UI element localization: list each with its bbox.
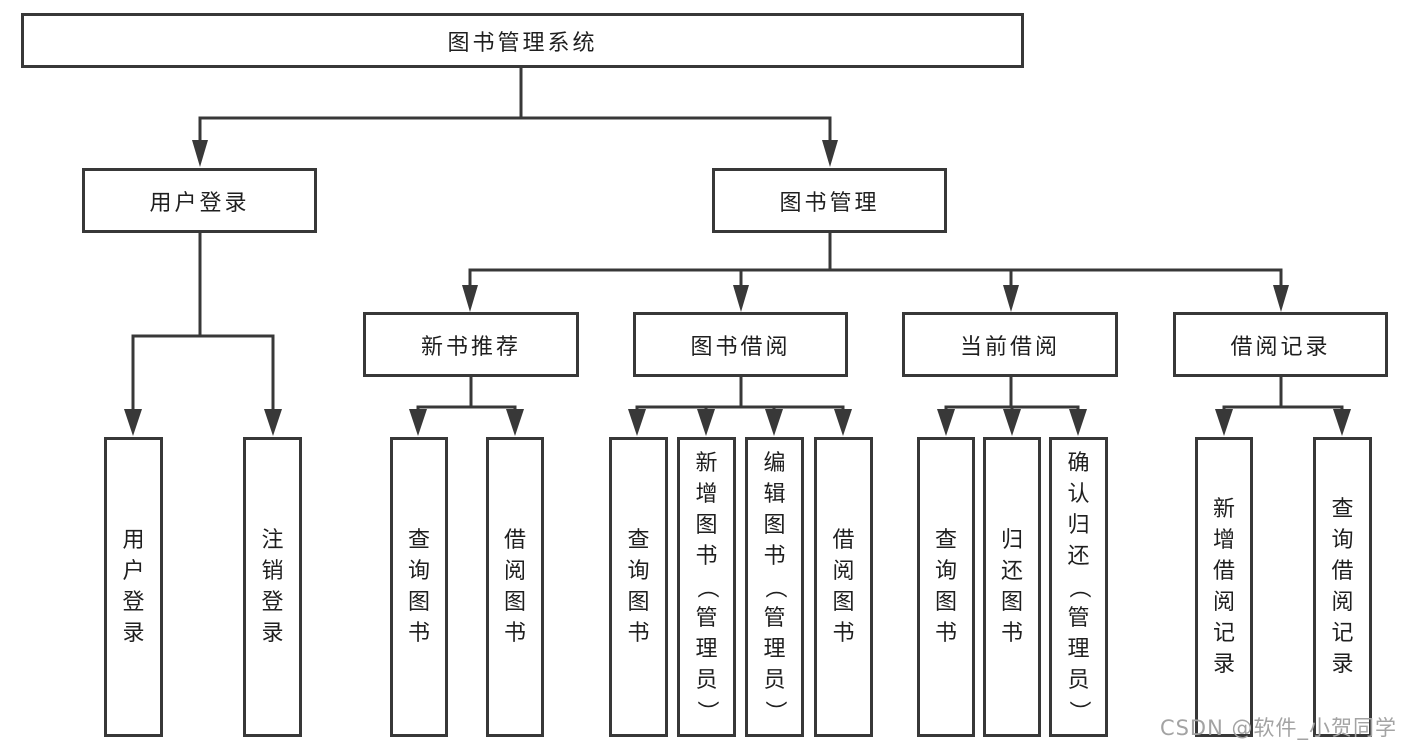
leaf-edit-books-admin: 编辑图书（管理员） <box>745 437 804 737</box>
leaf-return-books: 归还图书 <box>983 437 1041 737</box>
leaf-query-books-recommend: 查询图书 <box>390 437 448 737</box>
connector-book-management-split <box>468 232 1283 288</box>
leaf-logout: 注销登录 <box>243 437 302 737</box>
arrowheads <box>124 140 1351 436</box>
leaf-add-books-admin: 新增图书（管理员） <box>677 437 736 737</box>
node-new-book-recommend: 新书推荐 <box>363 312 579 377</box>
node-library-system: 图书管理系统 <box>21 13 1024 68</box>
node-book-borrow: 图书借阅 <box>633 312 848 377</box>
connector-current-borrow-split <box>944 377 1080 412</box>
watermark: CSDN @软件_小贺同学 <box>1159 716 1397 740</box>
leaf-query-books-current: 查询图书 <box>917 437 975 737</box>
leaf-borrow-books-recommend: 借阅图书 <box>486 437 544 737</box>
connector-root-split <box>198 68 832 142</box>
node-borrow-records: 借阅记录 <box>1173 312 1388 377</box>
leaf-add-borrow-record: 新增借阅记录 <box>1195 437 1253 737</box>
node-current-borrow: 当前借阅 <box>902 312 1118 377</box>
connector-new-book-split <box>416 377 517 412</box>
node-user-login: 用户登录 <box>82 168 317 233</box>
connector-user-login-split <box>131 232 275 412</box>
connector-book-borrow-split <box>635 377 845 412</box>
node-book-management: 图书管理 <box>712 168 947 233</box>
connector-borrow-records-split <box>1222 377 1344 412</box>
leaf-borrow-books: 借阅图书 <box>814 437 873 737</box>
leaf-query-borrow-record: 查询借阅记录 <box>1313 437 1372 737</box>
leaf-confirm-return-admin: 确认归还（管理员） <box>1049 437 1108 737</box>
leaf-user-login: 用户登录 <box>104 437 163 737</box>
leaf-query-books-borrow: 查询图书 <box>609 437 668 737</box>
